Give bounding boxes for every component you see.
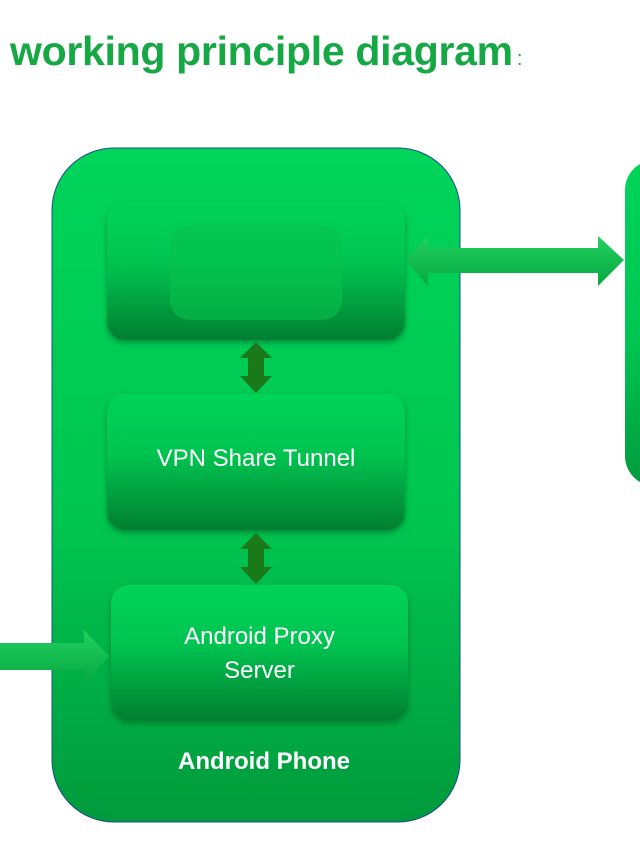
android-phone-label: Android Phone xyxy=(178,748,350,775)
diagram-title: working principle diagram: xyxy=(10,28,522,75)
title-colon: : xyxy=(516,48,523,70)
blurred-content xyxy=(170,225,342,320)
vpn-share-tunnel-box xyxy=(107,394,405,530)
vertical-double-arrow-1 xyxy=(240,342,272,393)
remote-device-container xyxy=(625,164,640,482)
title-text: working principle diagram xyxy=(10,28,513,74)
vpn-share-tunnel-label: VPN Share Tunnel xyxy=(156,445,356,472)
proxy-label-line1: Android Proxy xyxy=(184,623,335,650)
vertical-double-arrow-2 xyxy=(240,533,272,584)
proxy-server-label: Android Proxy Server xyxy=(111,620,408,688)
incoming-arrow xyxy=(0,630,109,684)
android-proxy-server-box xyxy=(111,585,408,720)
horizontal-double-arrow xyxy=(406,236,624,286)
proxy-label-line2: Server xyxy=(224,657,295,684)
